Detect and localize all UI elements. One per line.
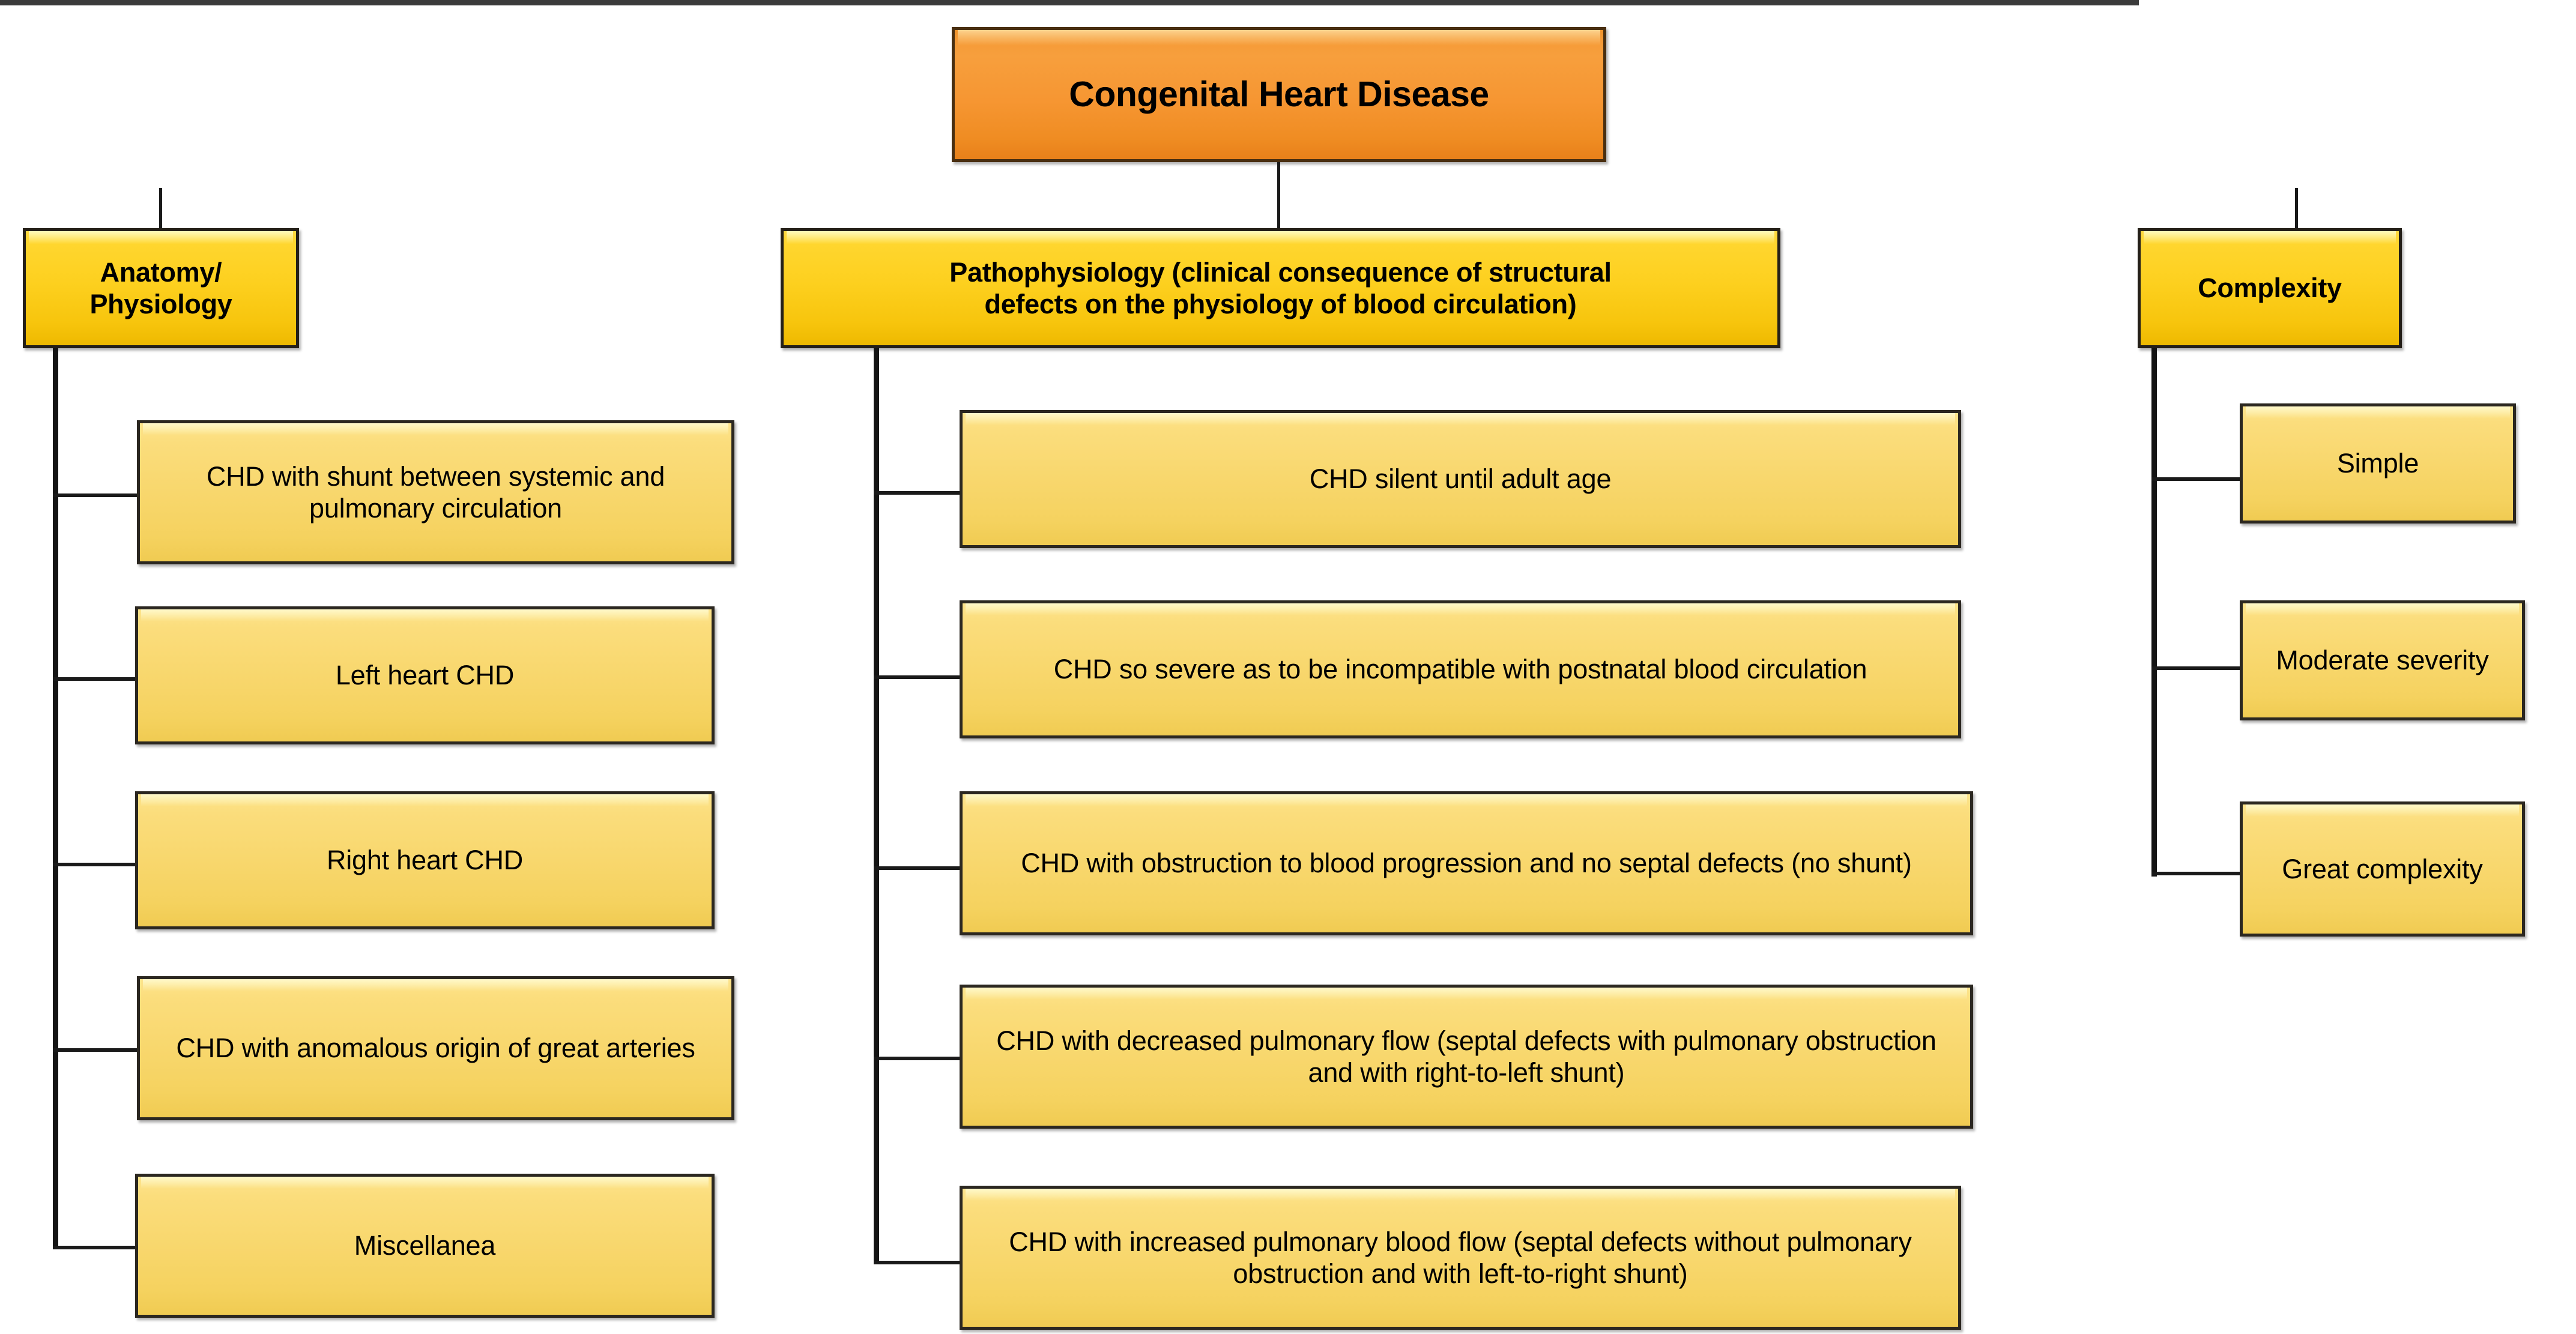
node-label: Pathophysiology (clinical consequence of… — [949, 256, 1612, 319]
connector-drop-pathophysiology — [1277, 188, 1280, 228]
node-label: Anatomy/ Physiology — [89, 256, 232, 319]
connector-stub-anatomy-1 — [53, 493, 138, 497]
connector-spine-pathophysiology — [874, 348, 879, 1264]
node-label: Left heart CHD — [335, 660, 515, 691]
connector-stub-complexity-1 — [2151, 477, 2242, 481]
leaf-patho-5[interactable]: CHD with increased pulmonary blood flow … — [960, 1186, 1961, 1330]
leaf-anatomy-5[interactable]: Miscellanea — [135, 1174, 715, 1318]
connector-stub-patho-1 — [874, 491, 961, 495]
connector-stub-anatomy-5 — [53, 1246, 137, 1249]
connector-root-stem — [1277, 162, 1280, 191]
node-congenital-heart-disease[interactable]: Congenital Heart Disease — [952, 27, 1606, 162]
node-label: Complexity — [2198, 273, 2342, 304]
node-label: CHD with anomalous origin of great arter… — [176, 1033, 695, 1064]
node-label: CHD with increased pulmonary blood flow … — [1009, 1226, 1912, 1289]
connector-stub-patho-3 — [874, 866, 961, 870]
leaf-anatomy-1[interactable]: CHD with shunt between systemic and pulm… — [137, 420, 734, 564]
node-label: Great complexity — [2282, 853, 2483, 884]
leaf-complexity-3[interactable]: Great complexity — [2240, 801, 2525, 937]
node-label: Moderate severity — [2276, 645, 2489, 676]
connector-stub-patho-2 — [874, 675, 961, 679]
connector-spine-anatomy — [53, 348, 58, 1249]
node-label: CHD so severe as to be incompatible with… — [1053, 654, 1867, 685]
node-label: Congenital Heart Disease — [1069, 74, 1489, 114]
leaf-complexity-1[interactable]: Simple — [2240, 403, 2516, 524]
node-pathophysiology[interactable]: Pathophysiology (clinical consequence of… — [781, 228, 1780, 348]
connector-drop-complexity — [2295, 188, 2298, 228]
leaf-patho-3[interactable]: CHD with obstruction to blood progressio… — [960, 791, 1973, 935]
leaf-anatomy-4[interactable]: CHD with anomalous origin of great arter… — [137, 976, 734, 1120]
connector-stub-patho-5 — [874, 1261, 961, 1264]
connector-stub-complexity-2 — [2151, 666, 2242, 670]
connector-stub-anatomy-3 — [53, 863, 137, 866]
leaf-patho-4[interactable]: CHD with decreased pulmonary flow (septa… — [960, 985, 1973, 1129]
leaf-anatomy-3[interactable]: Right heart CHD — [135, 791, 715, 929]
node-label: CHD with obstruction to blood progressio… — [1021, 848, 1912, 879]
node-label: CHD with shunt between systemic and pulm… — [206, 460, 665, 524]
node-label: Simple — [2336, 448, 2419, 479]
connector-stub-complexity-3 — [2151, 872, 2242, 875]
node-label: CHD silent until adult age — [1309, 463, 1612, 495]
leaf-complexity-2[interactable]: Moderate severity — [2240, 600, 2525, 720]
connector-spine-complexity — [2151, 348, 2157, 877]
connector-drop-anatomy — [159, 188, 162, 228]
node-label: Miscellanea — [354, 1230, 496, 1261]
connector-stub-anatomy-4 — [53, 1048, 138, 1052]
connector-stub-anatomy-2 — [53, 677, 137, 681]
leaf-anatomy-2[interactable]: Left heart CHD — [135, 606, 715, 744]
node-complexity[interactable]: Complexity — [2138, 228, 2402, 348]
node-anatomy-physiology[interactable]: Anatomy/ Physiology — [23, 228, 299, 348]
node-label: Right heart CHD — [326, 845, 524, 876]
connector-level2-bus — [0, 0, 2139, 5]
node-label: CHD with decreased pulmonary flow (septa… — [996, 1025, 1937, 1088]
connector-stub-patho-4 — [874, 1057, 961, 1060]
leaf-patho-1[interactable]: CHD silent until adult age — [960, 410, 1961, 548]
leaf-patho-2[interactable]: CHD so severe as to be incompatible with… — [960, 600, 1961, 738]
